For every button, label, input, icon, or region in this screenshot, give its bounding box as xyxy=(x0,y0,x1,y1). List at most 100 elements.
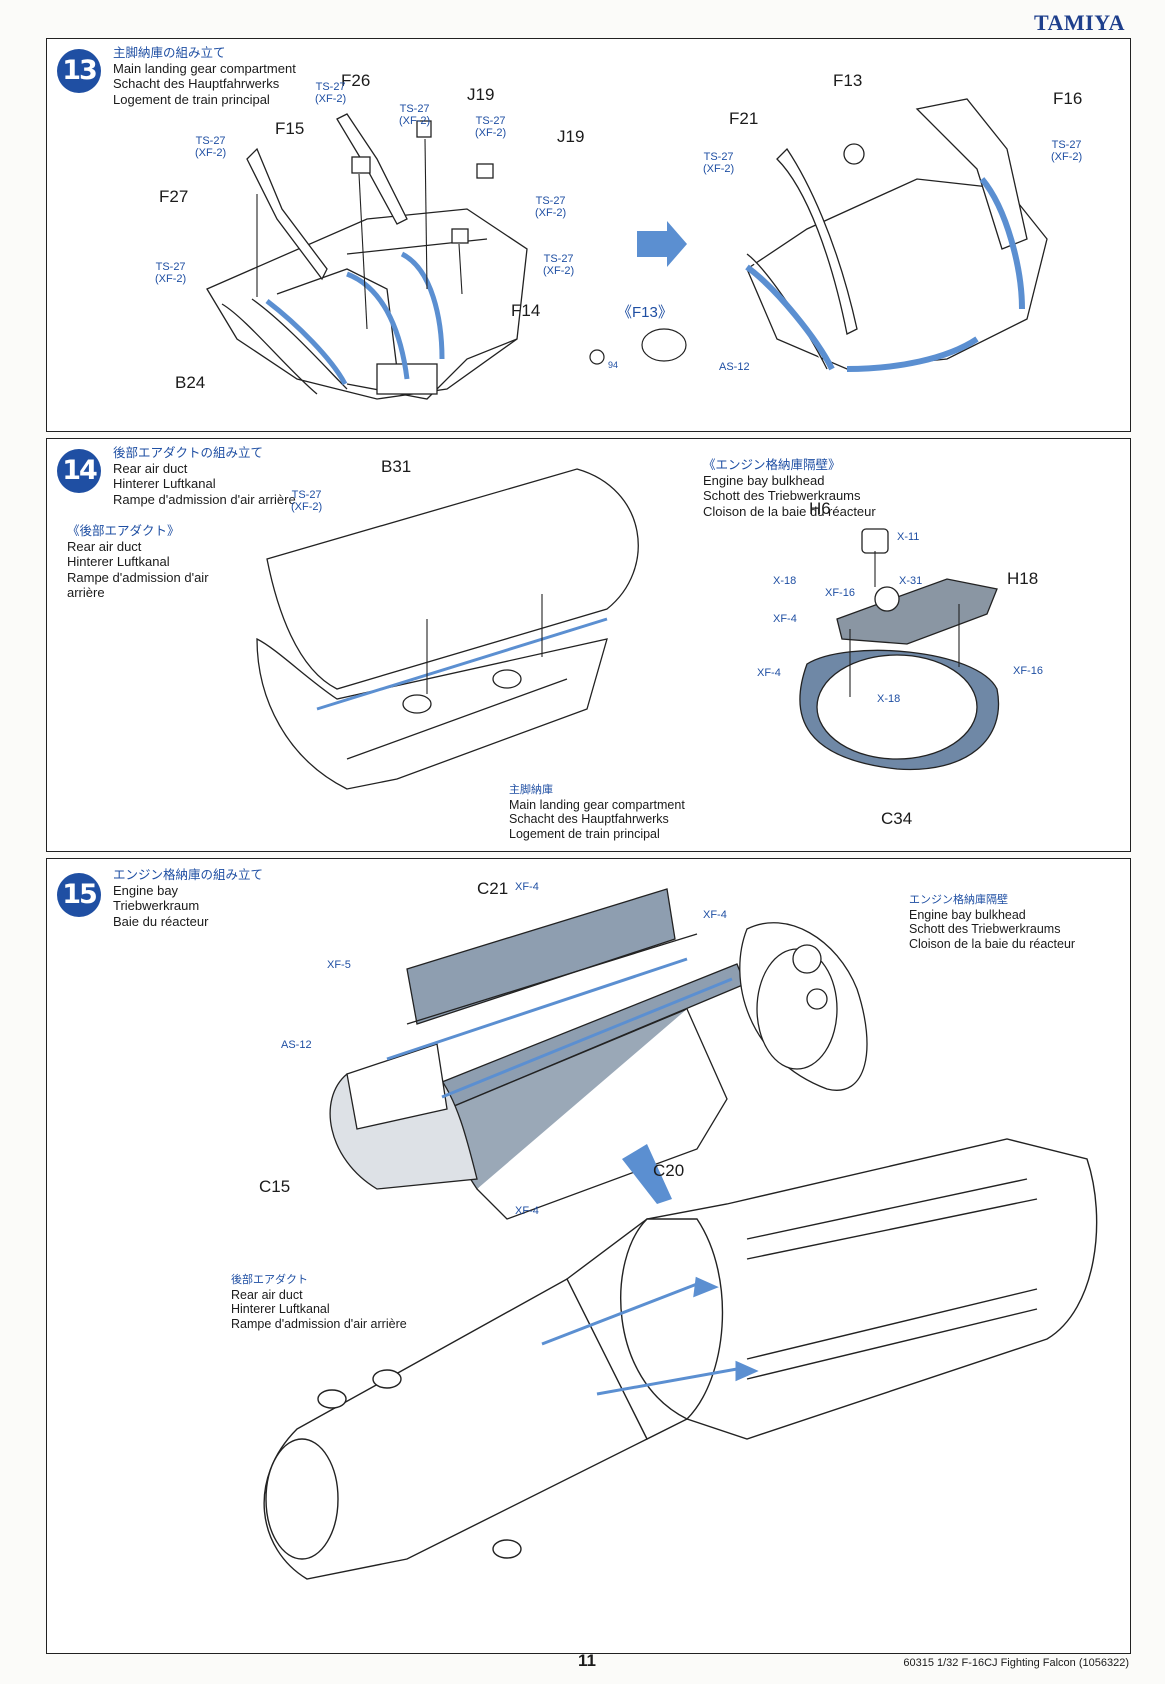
paint-ts27-g: TS-27 (XF-2) xyxy=(155,261,187,285)
duct-en: Rear air duct xyxy=(231,1287,303,1302)
part-label-f16: F16 xyxy=(1053,89,1083,108)
step-number: 15 xyxy=(57,873,101,917)
sub-title-de: Hinterer Luftkanal xyxy=(67,554,170,569)
duct-de: Hinterer Luftkanal xyxy=(231,1302,330,1316)
bulkhead-drawing xyxy=(799,528,1000,771)
part-label-j19-a: J19 xyxy=(467,85,495,104)
part-label-b24: B24 xyxy=(175,373,206,392)
part-label-f21: F21 xyxy=(729,109,759,128)
part-label-c21: C21 xyxy=(477,879,509,898)
paint-ts27-d: TS-27 (XF-2) xyxy=(195,135,227,159)
paint-x18-b: X-18 xyxy=(877,693,901,705)
step-15-panel: 15 エンジン格納庫の組み立て Engine bay Triebwerkraum… xyxy=(46,858,1131,1654)
step-14-panel: 14 後部エアダクトの組み立て Rear air duct Hinterer L… xyxy=(46,438,1131,852)
step-14-illustration xyxy=(256,468,1000,790)
part-label-b31: B31 xyxy=(381,457,412,476)
bulkhead-de: Schott des Triebwerkraums xyxy=(703,488,861,503)
bulkhead-fr: Cloison de la baie du réacteur xyxy=(703,503,876,519)
bulkhead-arrows xyxy=(849,551,960,697)
sub-title-ja: 《後部エアダクト》 xyxy=(67,523,180,538)
sub-title-en: Rear air duct xyxy=(67,538,142,554)
rear-duct-caption: 後部エアダクト Rear air duct Hinterer Luftkanal… xyxy=(231,1273,407,1331)
duct-ja: 後部エアダクト xyxy=(231,1273,308,1286)
paint-xf16-b: XF-16 xyxy=(1013,665,1043,677)
down-arrow xyxy=(622,1144,672,1204)
bulkhead-fr: Cloison de la baie du réacteur xyxy=(909,936,1076,951)
paint-xf16-a: XF-16 xyxy=(825,587,855,599)
step-15-illustration xyxy=(263,888,1098,1580)
part-label-f15: F15 xyxy=(275,119,305,138)
right-assembly-drawing xyxy=(746,98,1048,370)
title-fr: Logement de train principal xyxy=(113,91,270,107)
title-ja: エンジン格納庫の組み立て xyxy=(113,867,264,882)
step-title: 主脚納庫の組み立て Main landing gear compartment … xyxy=(113,45,296,107)
left-blue-strips xyxy=(265,251,445,386)
part-label-f26: F26 xyxy=(341,71,371,90)
title-de: Schacht des Hauptfahrwerks xyxy=(113,76,280,91)
title-de: Triebwerkraum xyxy=(113,898,200,913)
paint-x31: X-31 xyxy=(899,575,923,587)
title-ja: 後部エアダクトの組み立て xyxy=(113,445,264,460)
arm-parts xyxy=(246,113,494,281)
title-ja: 主脚納庫の組み立て xyxy=(113,45,226,60)
compartment-ja: 主脚納庫 xyxy=(509,783,553,796)
bulkhead-en: Engine bay bulkhead xyxy=(909,907,1026,922)
bulkhead-caption: エンジン格納庫隔壁 Engine bay bulkhead Schott des… xyxy=(909,893,1075,951)
f13-detail xyxy=(589,328,687,365)
bulkhead-ja: エンジン格納庫隔壁 xyxy=(909,893,1008,906)
paint-xf4-a: XF-4 xyxy=(515,881,539,893)
page-number: 11 xyxy=(578,1651,596,1670)
f13-sub-caption: 《F13》 xyxy=(617,304,673,321)
paint-xf4-a: XF-4 xyxy=(773,613,797,625)
step-number: 13 xyxy=(57,49,101,93)
bulkhead-de: Schott des Triebwerkraums xyxy=(909,922,1061,936)
part-label-f27: F27 xyxy=(159,187,189,206)
bulkhead-ring xyxy=(739,922,868,1091)
paint-ts27-a: TS-27 (XF-2) xyxy=(315,81,347,105)
paint-ts27-i: TS-27 (XF-2) xyxy=(1051,139,1083,163)
paint-ts27-c: TS-27 (XF-2) xyxy=(475,115,507,139)
duct-fr: Rampe d'admission d'air arrière xyxy=(231,1316,407,1331)
sub-title-rear-duct: 《後部エアダクト》 Rear air duct Hinterer Luftkan… xyxy=(67,523,237,601)
paint-as12: AS-12 xyxy=(719,361,750,373)
paint-ts27-h: TS-27 (XF-2) xyxy=(703,151,735,175)
paint-ts27-f: TS-27 (XF-2) xyxy=(543,253,575,277)
compartment-fr: Logement de train principal xyxy=(509,826,660,841)
footer-info: 60315 1/32 F-16CJ Fighting Falcon (10563… xyxy=(903,1657,1129,1669)
bulkhead-ja: 《エンジン格納庫隔壁》 xyxy=(703,457,841,472)
duct-arrows xyxy=(426,594,543,694)
title-de: Hinterer Luftkanal xyxy=(113,476,216,491)
engine-bay-blue-seams xyxy=(386,957,733,1099)
paint-xf4-b: XF-4 xyxy=(703,909,727,921)
rear-duct-drawing xyxy=(256,468,639,790)
paint-x11: X-11 xyxy=(897,531,920,543)
step-title: 後部エアダクトの組み立て Rear air duct Hinterer Luft… xyxy=(113,445,296,507)
sub-title-fr: Rampe d'admission d'air arrière xyxy=(67,569,209,601)
part-label-h6: H6 xyxy=(809,499,831,518)
title-en: Main landing gear compartment xyxy=(113,60,296,76)
paint-as12: AS-12 xyxy=(281,1039,312,1051)
assembly-arrows xyxy=(256,138,463,330)
part-label-f13: F13 xyxy=(833,71,863,90)
part-label-c20: C20 xyxy=(653,1161,685,1180)
sub-ref-number: 94 xyxy=(607,360,618,370)
paint-xf4-b: XF-4 xyxy=(757,667,781,679)
step-number: 14 xyxy=(57,449,101,493)
title-en: Engine bay xyxy=(113,882,179,898)
part-label-f14: F14 xyxy=(511,301,541,320)
step-title: エンジン格納庫の組み立て Engine bay Triebwerkraum Ba… xyxy=(113,867,263,929)
title-fr: Baie du réacteur xyxy=(113,913,209,929)
duct-blue-seam xyxy=(316,617,608,711)
compartment-caption: 主脚納庫 Main landing gear compartment Schac… xyxy=(509,783,685,841)
step-13-panel: 13 主脚納庫の組み立て Main landing gear compartme… xyxy=(46,38,1131,432)
fuselage-drawing xyxy=(263,1138,1098,1580)
paint-xf4-c: XF-4 xyxy=(515,1205,539,1217)
insert-arrows xyxy=(541,1276,759,1396)
step-arrow xyxy=(637,221,687,267)
compartment-en: Main landing gear compartment xyxy=(509,797,685,812)
compartment-de: Schacht des Hauptfahrwerks xyxy=(509,812,669,826)
part-label-c34: C34 xyxy=(881,809,913,828)
paint-x18-a: X-18 xyxy=(773,575,797,587)
part-label-c15: C15 xyxy=(259,1177,291,1196)
part-label-j19-b: J19 xyxy=(557,127,585,146)
